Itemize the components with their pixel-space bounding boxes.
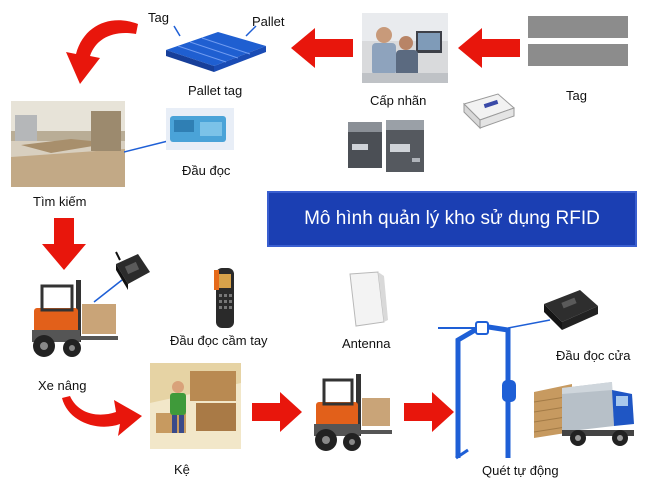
antenna-panel-icon [344, 270, 388, 328]
gate-portal-icon [436, 314, 522, 464]
tim-kiem-label: Tìm kiếm [33, 194, 87, 209]
dau-doc-cam-tay-label: Đầu đọc cầm tay [170, 333, 268, 348]
truck-icon [532, 380, 636, 450]
vehicle-reader-icon [110, 250, 154, 294]
forklift-reader-connector [92, 276, 126, 306]
arrow-down [42, 218, 86, 270]
diagram-title-box: Mô hình quản lý kho sử dụng RFID [267, 191, 637, 247]
quet-tu-dong-label: Quét tự động [482, 463, 559, 478]
card-reader-icon [460, 92, 516, 132]
xe-nang-label: Xe nâng [38, 378, 87, 393]
reader-connector [124, 136, 174, 156]
cap-nhan-label: Cấp nhãn [370, 93, 427, 108]
pallet-label-top: Pallet [252, 14, 285, 29]
arrow-left-2 [291, 28, 353, 68]
rfid-handheld-icon [210, 266, 240, 330]
diagram-title: Mô hình quản lý kho sử dụng RFID [304, 208, 600, 229]
door-reader-connector [508, 318, 552, 332]
printer-icon [346, 118, 426, 176]
antenna-label: Antenna [342, 336, 391, 351]
rack-photo [150, 363, 241, 449]
tag-label-right: Tag [566, 88, 587, 103]
door-reader-icon [540, 286, 602, 334]
dau-doc-cua-label: Đầu đọc cửa [556, 348, 631, 363]
warehouse-photo [11, 101, 125, 187]
tag-label-top: Tag [148, 10, 169, 25]
arrow-curve-bottom [58, 392, 144, 440]
tag-strips-icon [528, 16, 628, 68]
reader-device-icon [166, 108, 234, 150]
arrow-right-1 [252, 392, 302, 432]
office-photo [362, 13, 448, 83]
pallet-tag-label: Pallet tag [188, 83, 243, 98]
dau-doc-label: Đầu đọc [182, 163, 231, 178]
forklift-icon-2 [312, 370, 392, 454]
ke-label: Kệ [174, 462, 190, 477]
pallet-icon [160, 24, 270, 74]
forklift-icon [28, 276, 120, 362]
arrow-curve-top [62, 14, 142, 86]
arrow-left-1 [458, 28, 520, 68]
arrow-right-2 [404, 392, 454, 432]
